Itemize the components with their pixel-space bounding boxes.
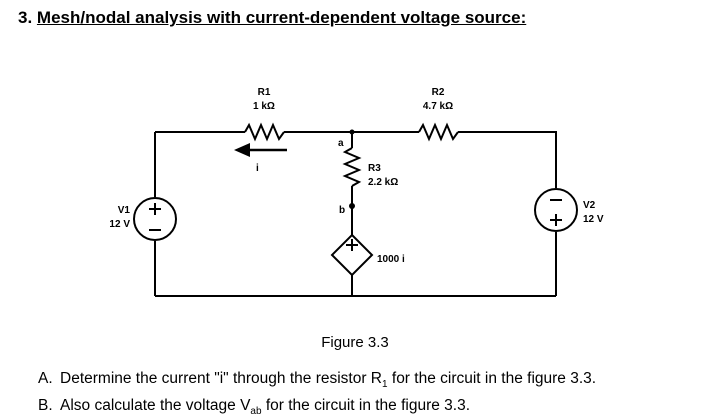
r3-name: R3 — [368, 163, 381, 174]
v2-value: 12 V — [583, 214, 604, 225]
question-a-letter: A. — [38, 370, 53, 387]
r1-name: R1 — [258, 87, 271, 98]
r1-value: 1 kΩ — [253, 101, 275, 112]
r1-resistor — [244, 122, 285, 142]
question-b-text-pre: Also calculate the voltage V — [60, 397, 251, 414]
v2-source — [534, 188, 578, 232]
node-a-label: a — [338, 138, 344, 149]
dependent-source-value: 1000 i — [377, 254, 405, 265]
current-arrow-head — [234, 143, 250, 157]
question-b-sub: ab — [250, 406, 262, 418]
wire-top-right — [458, 131, 557, 188]
dep-plus-mark — [346, 239, 358, 251]
heading-number: 3. — [18, 8, 33, 27]
v1-plus-mark — [149, 203, 161, 215]
r2-resistor — [418, 122, 459, 142]
figure-caption: Figure 3.3 — [321, 334, 389, 351]
v1-name: V1 — [118, 205, 131, 216]
question-a-text-pre: Determine the current "i" through the re… — [60, 370, 383, 387]
r3-value: 2.2 kΩ — [368, 177, 398, 188]
node-a-dot — [349, 129, 355, 135]
v2-name: V2 — [583, 200, 596, 211]
r3-resistor — [342, 147, 362, 187]
node-b-label: b — [339, 205, 345, 216]
node-b-dot — [349, 203, 355, 209]
r2-value: 4.7 kΩ — [423, 101, 453, 112]
section-heading: 3. Mesh/nodal analysis with current-depe… — [18, 8, 526, 28]
question-b-letter: B. — [38, 397, 53, 414]
heading-title: Mesh/nodal analysis with current-depende… — [36, 8, 527, 27]
r2-name: R2 — [432, 87, 445, 98]
question-a-text-post: for the circuit in the figure 3.3. — [387, 370, 597, 387]
v1-source — [133, 197, 177, 241]
v1-value: 12 V — [109, 219, 130, 230]
v2-plus-mark — [550, 214, 562, 226]
dependent-voltage-source — [330, 233, 374, 277]
question-a: A. Determine the current "i" through the … — [38, 370, 596, 390]
question-b: B. Also calculate the voltage Vab for the… — [38, 397, 470, 417]
question-a-sub: 1 — [382, 379, 388, 391]
question-b-text-post: for the circuit in the figure 3.3. — [261, 397, 471, 414]
current-label: i — [256, 163, 259, 174]
